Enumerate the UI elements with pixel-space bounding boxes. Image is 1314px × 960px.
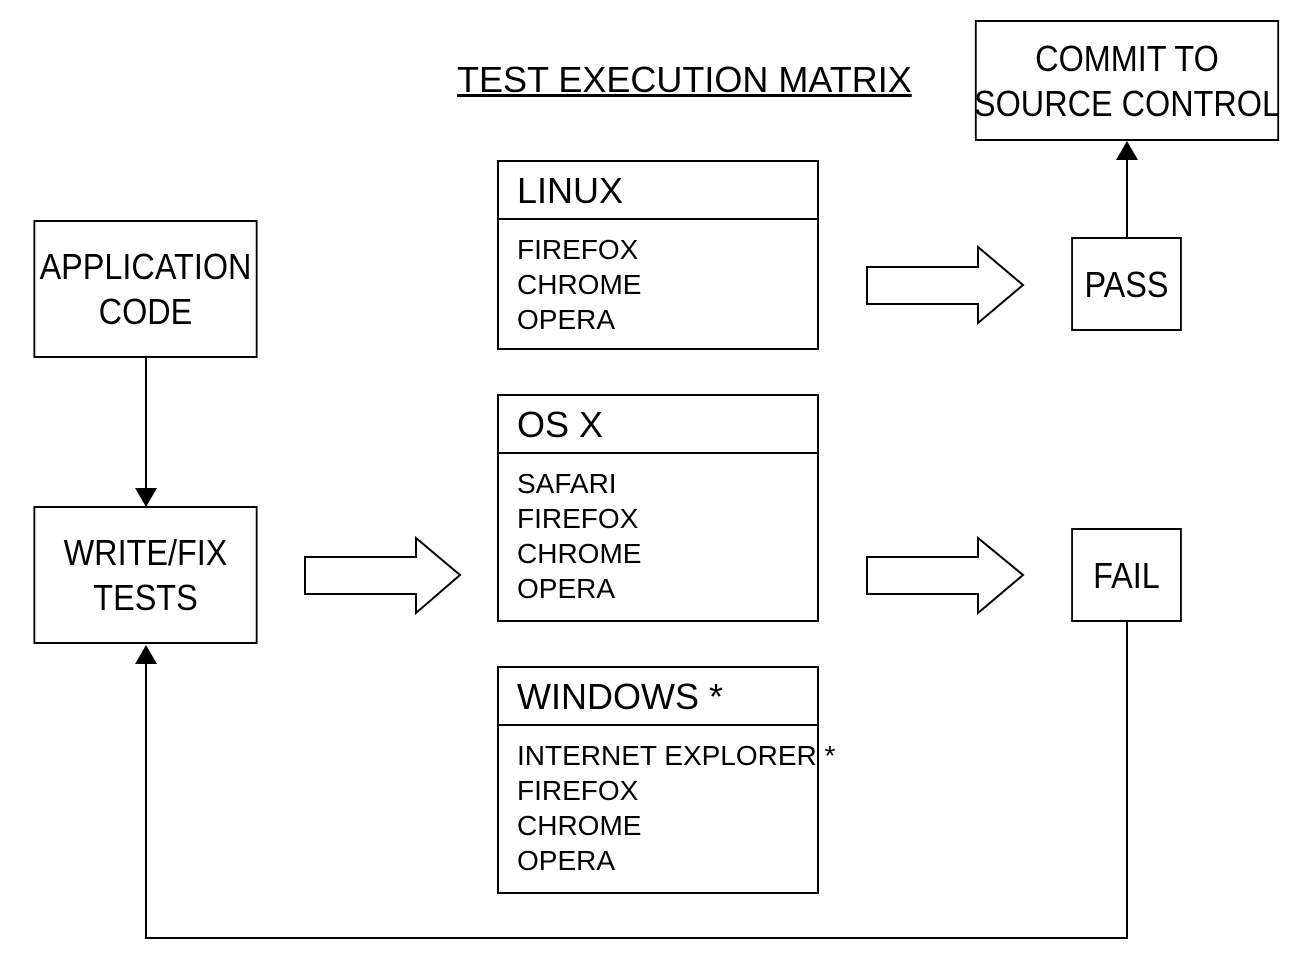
write-fix-tests-line-2: TESTS — [93, 577, 198, 618]
platform-osx-browsers: SAFARI FIREFOX CHROME OPERA — [499, 454, 817, 606]
block-arrow-matrix-to-fail — [866, 535, 1025, 616]
browser-item: CHROME — [517, 538, 642, 569]
fail-box: FAIL — [1071, 528, 1182, 622]
write-fix-tests-box: WRITE/FIX TESTS — [33, 506, 258, 644]
commit-line-1: COMMIT TO — [1035, 37, 1219, 79]
browser-item: OPERA — [517, 845, 616, 876]
browser-item: INTERNET EXPLORER * — [517, 740, 836, 771]
browser-item: OPERA — [517, 304, 616, 335]
browser-item: CHROME — [517, 810, 642, 841]
browser-item: OPERA — [517, 573, 616, 604]
pass-label: PASS — [1084, 263, 1169, 305]
browser-item: FIREFOX — [517, 234, 639, 265]
platform-windows: WINDOWS * INTERNET EXPLORER * FIREFOX CH… — [497, 666, 836, 894]
commit-box: COMMIT TO SOURCE CONTROL — [973, 20, 1281, 141]
application-code-line-1: APPLICATION — [39, 246, 252, 287]
application-code-line-2: CODE — [98, 291, 193, 332]
platform-linux-browsers: FIREFOX CHROME OPERA — [499, 220, 817, 337]
fail-label: FAIL — [1093, 554, 1160, 596]
browser-item: FIREFOX — [517, 503, 639, 534]
platform-linux: LINUX FIREFOX CHROME OPERA — [497, 160, 819, 350]
platform-windows-browsers: INTERNET EXPLORER * FIREFOX CHROME OPERA — [499, 726, 836, 878]
diagram-title: TEST EXECUTION MATRIX — [457, 59, 912, 100]
platform-osx: OS X SAFARI FIREFOX CHROME OPERA — [497, 394, 819, 622]
browser-item: CHROME — [517, 269, 642, 300]
platform-windows-name: WINDOWS * — [499, 668, 817, 726]
block-arrow-tests-to-matrix — [304, 535, 462, 616]
browser-item: SAFARI — [517, 468, 617, 499]
write-fix-tests-line-1: WRITE/FIX — [63, 532, 228, 573]
browser-item: FIREFOX — [517, 775, 639, 806]
platform-osx-name: OS X — [499, 396, 817, 454]
pass-box: PASS — [1071, 237, 1182, 331]
commit-line-2: SOURCE CONTROL — [973, 82, 1281, 124]
block-arrow-matrix-to-pass — [866, 244, 1025, 326]
arrowhead-loop-back — [135, 645, 157, 664]
application-code-box: APPLICATION CODE — [33, 220, 258, 358]
arrowhead-code-to-tests — [135, 488, 157, 507]
platform-linux-name: LINUX — [499, 162, 817, 220]
arrow-fail-loop-back — [145, 622, 1128, 939]
arrowhead-pass-to-commit — [1116, 141, 1138, 160]
